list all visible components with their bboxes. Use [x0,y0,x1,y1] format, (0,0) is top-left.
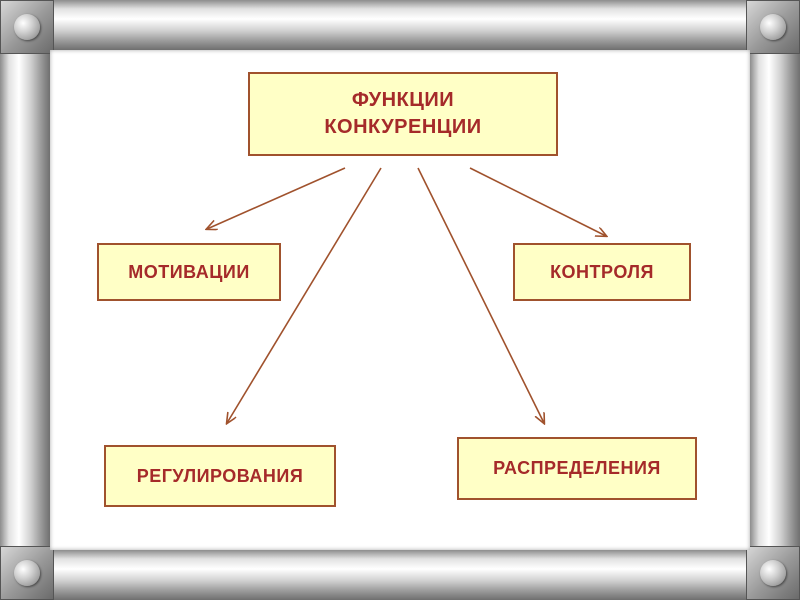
frame-left-bar [0,0,50,600]
bolt-top-left-icon [0,0,54,54]
frame-bottom-bar [0,550,800,600]
node-control: КОНТРОЛЯ [513,243,691,301]
node-center-line1: ФУНКЦИИ [351,89,455,111]
node-regulation: РЕГУЛИРОВАНИЯ [104,445,336,507]
node-distribution: РАСПРЕДЕЛЕНИЯ [457,437,697,500]
edge-to-motivation [207,167,346,229]
edge-to-regulation [227,167,382,423]
frame-top-bar [0,0,800,50]
node-center-line2: КОНКУРЕНЦИИ [324,116,482,138]
node-motivation: МОТИВАЦИИ [97,243,281,301]
edge-to-control [469,167,606,236]
frame-right-bar [750,0,800,600]
edge-to-distribution [417,167,544,423]
node-competition-functions: ФУНКЦИИ КОНКУРЕНЦИИ [248,72,558,156]
